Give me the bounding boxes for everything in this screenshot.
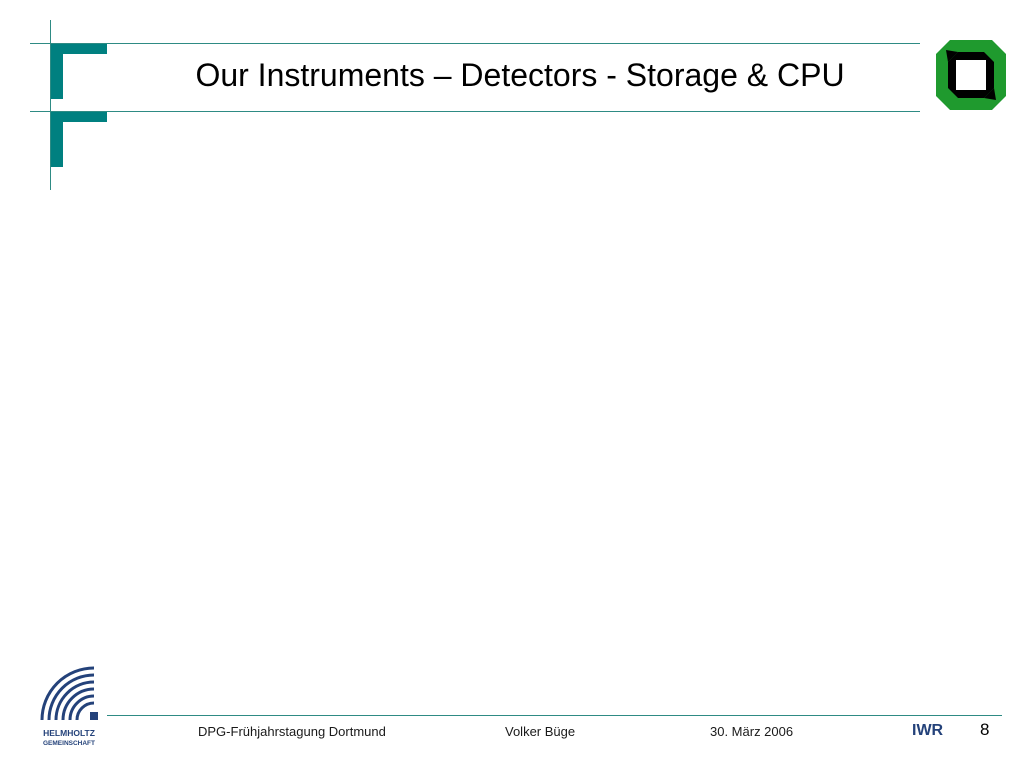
helmholtz-logo-icon: HELMHOLTZ GEMEINSCHAFT bbox=[40, 666, 98, 747]
footer-institute: IWR bbox=[912, 722, 944, 739]
slide-title: Our Instruments – Detectors - Storage & … bbox=[195, 57, 845, 93]
helmholtz-text-2: GEMEINSCHAFT bbox=[43, 740, 95, 747]
university-logo-icon bbox=[936, 40, 1006, 110]
footer-author: Volker Büge bbox=[505, 724, 576, 739]
title-rule-top bbox=[30, 43, 920, 44]
page-number: 8 bbox=[980, 720, 990, 739]
footer-date: 30. März 2006 bbox=[710, 724, 794, 739]
footer-conference: DPG-Frühjahrstagung Dortmund bbox=[198, 724, 386, 739]
helmholtz-text-1: HELMHOLTZ bbox=[43, 728, 95, 738]
title-rule-bottom bbox=[30, 111, 920, 112]
corner-bracket-decoration bbox=[50, 20, 107, 190]
footer-rule bbox=[107, 715, 1002, 716]
